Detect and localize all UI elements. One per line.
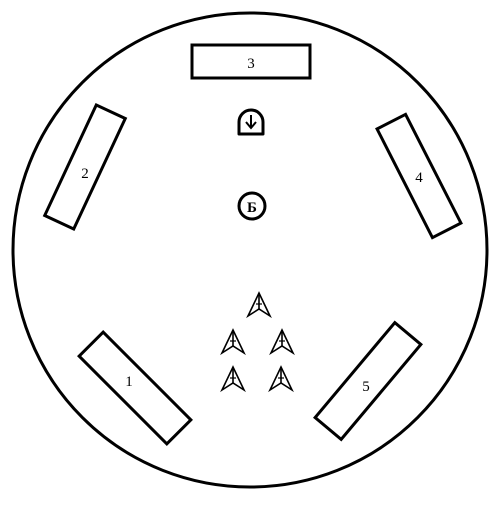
- station-1: [77, 330, 193, 446]
- station-1-label: 1: [125, 374, 133, 390]
- station-3-label: 3: [247, 56, 255, 72]
- arrow-down-arch-icon: [237, 108, 265, 136]
- station-4-label: 4: [415, 170, 423, 186]
- station-4: [375, 112, 463, 240]
- center-marker: Б: [237, 191, 267, 221]
- arena-boundary: [11, 11, 489, 489]
- center-marker-label: Б: [247, 200, 257, 216]
- station-2-label: 2: [81, 166, 89, 182]
- station-3: 3: [190, 43, 312, 80]
- station-5: [313, 320, 423, 442]
- station-2: [42, 102, 128, 232]
- station-5-label: 5: [362, 379, 370, 395]
